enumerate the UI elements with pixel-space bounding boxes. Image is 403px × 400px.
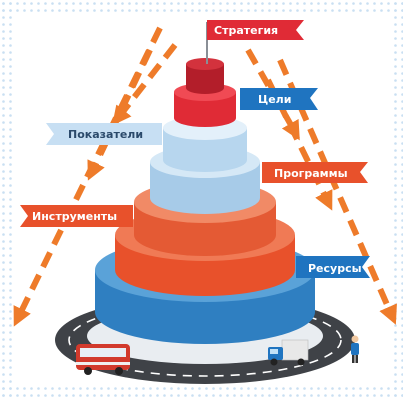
flag-strategy: Стратегия	[207, 20, 304, 40]
flag-tools: Инструменты	[20, 205, 133, 227]
flag-tools-label: Инструменты	[32, 210, 117, 223]
flag-resources-label: Ресурсы	[308, 262, 362, 275]
arrow-top-right	[245, 48, 300, 141]
flag-goals-label: Цели	[258, 93, 291, 106]
flag-resources: Ресурсы	[296, 256, 370, 278]
flag-indicators: Показатели	[46, 123, 162, 145]
flag-programs-label: Программы	[274, 167, 348, 180]
arrow-far-left	[13, 26, 163, 327]
flag-strategy-label: Стратегия	[214, 24, 278, 37]
arrow-top-left	[112, 43, 178, 126]
arrow-far-right	[277, 58, 397, 325]
tier-strategy	[186, 58, 224, 94]
flag-goals: Цели	[240, 88, 318, 110]
person-icon	[351, 335, 359, 363]
truck-icon	[268, 339, 309, 366]
flag-programs: Программы	[262, 162, 368, 183]
flag-indicators-label: Показатели	[68, 128, 143, 141]
bus-icon	[76, 344, 130, 375]
